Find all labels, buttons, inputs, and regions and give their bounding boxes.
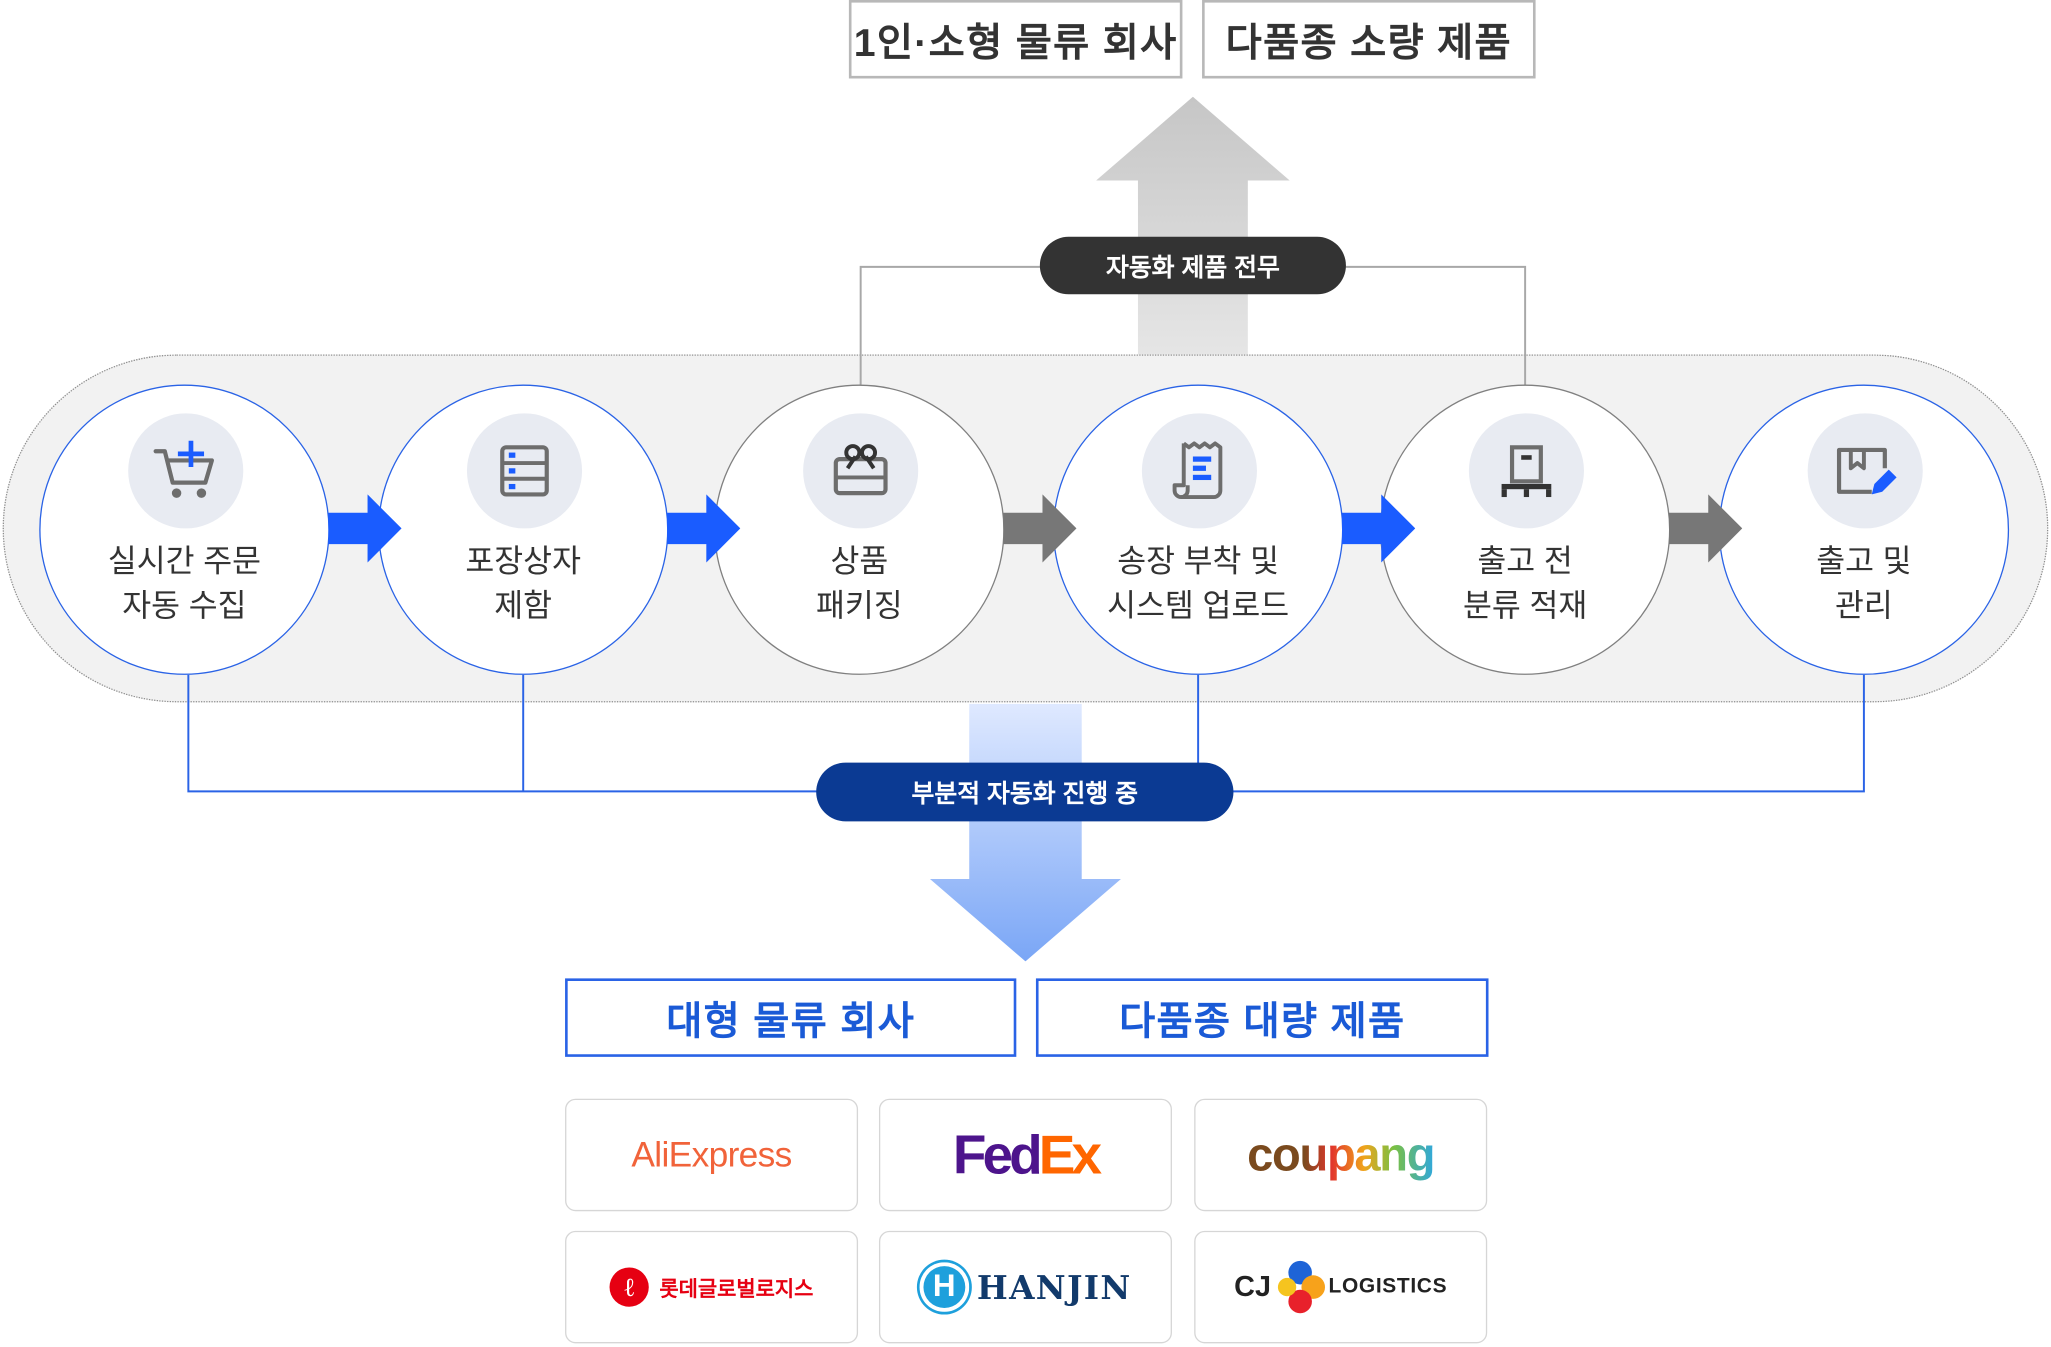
step-box-folding: 포장상자 제함 [378, 384, 669, 675]
step-presort-loading: 출고 전 분류 적재 [1379, 384, 1671, 675]
invoice-icon [1141, 413, 1257, 529]
hanjin-mark-letter: H [932, 1268, 956, 1305]
cj-petal-icon [1277, 1260, 1325, 1314]
aliexpress-logo-card: AliExpress [565, 1098, 859, 1212]
fedex-ex: Ex [1038, 1123, 1102, 1186]
bottom-target-mass-products: 다품종 대량 제품 [1035, 978, 1489, 1057]
partial-automation-label: 부분적 자동화 진행 중 [911, 780, 1139, 809]
flow-arrow-5 [1669, 494, 1743, 563]
lotte-mark-letter: ℓ [623, 1270, 636, 1303]
flow-arrow-2 [667, 494, 741, 563]
box-edit-icon [1807, 413, 1923, 529]
step-shipping-management: 출고 및 관리 [1718, 384, 2010, 675]
top-target-label: 1인·소형 물류 회사 [853, 22, 1178, 66]
hanjin-logo: HANJIN [976, 1268, 1132, 1307]
step-label-line1: 포장상자 [465, 544, 581, 580]
step-label-line1: 실시간 주문 [107, 544, 261, 580]
hanjin-mark-icon: H [919, 1262, 970, 1312]
lotte-mark-icon: ℓ [609, 1267, 649, 1307]
bottom-target-large-logistics: 대형 물류 회사 [565, 978, 1017, 1057]
step-label-line2: 분류 적재 [1462, 588, 1588, 624]
cj-logistics-text: LOGISTICS [1328, 1275, 1448, 1298]
bottom-target-label: 다품종 대량 제품 [1119, 1000, 1406, 1044]
top-target-small-logistics: 1인·소형 물류 회사 [848, 0, 1183, 79]
cart-plus-icon [128, 413, 244, 529]
coupang-logo-text: coupang [1247, 1127, 1435, 1182]
step-label-line1: 송장 부착 및 [1117, 544, 1280, 580]
step-label: 포장상자 제함 [379, 540, 667, 629]
step-invoice-upload: 송장 부착 및 시스템 업로드 [1052, 384, 1344, 675]
top-target-label: 다품종 소량 제품 [1225, 22, 1512, 66]
step-label-line2: 자동 수집 [122, 588, 247, 624]
lotte-logo-card: ℓ 롯데글로벌로지스 [565, 1230, 859, 1344]
coupang-logo: coupang [1247, 1127, 1435, 1182]
step-label-line1: 출고 및 [1816, 544, 1912, 580]
step-label-line2: 시스템 업로드 [1107, 588, 1290, 624]
fedex-fed: Fed [952, 1123, 1043, 1186]
fedex-logo-card: FedEx [878, 1098, 1172, 1212]
box-list-icon [466, 413, 583, 529]
flow-arrow-4 [1342, 494, 1416, 563]
top-target-small-batch: 다품종 소량 제품 [1202, 0, 1536, 79]
fedex-logo: FedEx [952, 1123, 1102, 1187]
pallet-icon [1468, 413, 1584, 529]
cj-logo: CJ [1234, 1270, 1271, 1303]
step-label: 출고 및 관리 [1720, 540, 2008, 629]
step-label: 출고 전 분류 적재 [1381, 540, 1669, 629]
gift-package-icon [803, 413, 919, 529]
flow-arrow-1 [328, 494, 402, 563]
step-label: 상품 패키징 [715, 540, 1003, 629]
step-packaging: 상품 패키징 [714, 384, 1005, 675]
lotte-logo: 롯데글로벌로지스 [659, 1279, 814, 1302]
step-label-line1: 상품 [830, 544, 889, 580]
step-label: 송장 부착 및 시스템 업로드 [1054, 540, 1342, 629]
coupang-logo-card: coupang [1194, 1098, 1488, 1212]
step-order-collection: 실시간 주문 자동 수집 [39, 384, 330, 675]
aliexpress-logo: AliExpress [631, 1134, 792, 1174]
no-automation-pill: 자동화 제품 전무 [1039, 236, 1346, 295]
flow-arrow-3 [1003, 494, 1077, 563]
step-label: 실시간 주문 자동 수집 [41, 540, 329, 629]
bottom-target-label: 대형 물류 회사 [666, 1000, 916, 1044]
down-arrow [929, 703, 1121, 962]
no-automation-label: 자동화 제품 전무 [1105, 254, 1280, 282]
cj-logistics-logo-card: CJ LOGISTICS [1194, 1230, 1488, 1344]
hanjin-logo-card: H HANJIN [878, 1230, 1172, 1344]
partial-automation-pill: 부분적 자동화 진행 중 [816, 762, 1234, 822]
step-label-line2: 제함 [494, 588, 553, 624]
step-label-line2: 관리 [1835, 588, 1893, 624]
step-label-line1: 출고 전 [1477, 544, 1573, 580]
step-label-line2: 패키징 [816, 588, 903, 624]
